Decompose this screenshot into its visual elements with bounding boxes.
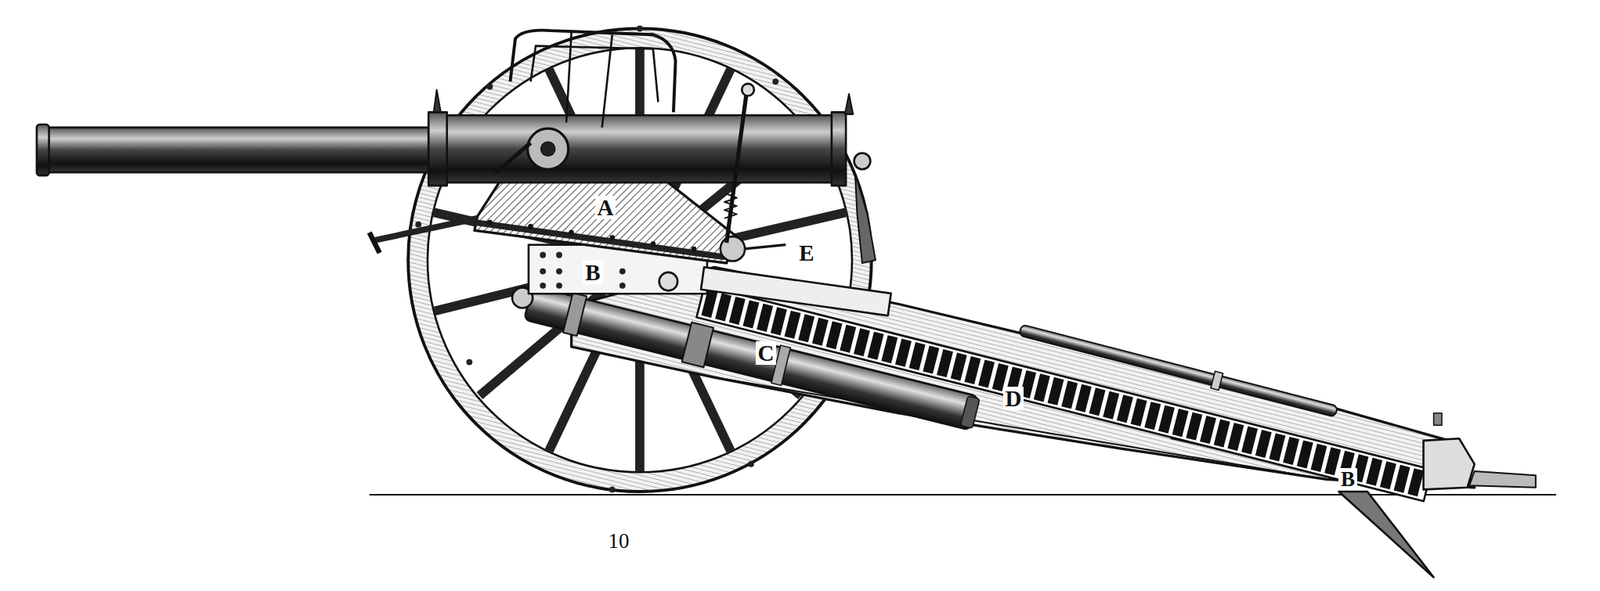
- cartridge: [1282, 437, 1300, 466]
- cartridge: [1255, 429, 1272, 459]
- part-letter: E: [796, 241, 817, 265]
- cartridge: [867, 332, 885, 361]
- cartridge: [978, 359, 995, 388]
- part-letter: C: [755, 341, 777, 365]
- cartridge: [909, 342, 926, 371]
- cartridge: [1199, 415, 1217, 445]
- cartridge: [1172, 408, 1189, 438]
- cartridge: [922, 346, 940, 375]
- cartridge: [1296, 440, 1314, 469]
- cartridge: [1268, 433, 1286, 462]
- cartridge: [1061, 380, 1078, 409]
- cartridge: [1075, 384, 1092, 413]
- cartridge: [950, 353, 968, 382]
- cartridge: [964, 356, 981, 385]
- cartridge: [770, 306, 788, 336]
- part-letter: B: [582, 260, 603, 285]
- cartridge: [1116, 394, 1134, 423]
- cartridge: [826, 321, 843, 350]
- cartridge: [1394, 465, 1411, 494]
- cartridge: [1311, 444, 1328, 473]
- cartridge: [1047, 377, 1065, 406]
- cartridge: [853, 328, 871, 357]
- cartridge: [798, 314, 815, 343]
- cartridge: [1379, 461, 1397, 490]
- cartridge: [1241, 426, 1258, 455]
- part-letter: B: [1338, 468, 1358, 491]
- cartridge: [1227, 422, 1244, 452]
- part-letter: D: [1003, 386, 1025, 411]
- cartridge: [1144, 401, 1161, 430]
- cartridge: [812, 317, 829, 347]
- figure-number: 10: [606, 530, 633, 553]
- cartridge: [1365, 458, 1383, 487]
- cartridge: [715, 292, 732, 322]
- cartridge: [1089, 387, 1106, 416]
- cartridge: [729, 296, 746, 326]
- cartridge: [1130, 398, 1148, 427]
- part-letter: A: [595, 195, 617, 220]
- cartridge: [784, 310, 802, 340]
- cartridge: [1102, 391, 1120, 420]
- cartridge: [1158, 405, 1175, 434]
- cartridge: [1407, 468, 1424, 497]
- cartridge: [742, 299, 759, 329]
- cartridge: [1033, 373, 1051, 402]
- cartridge: [839, 325, 856, 354]
- cartridge: [1185, 412, 1203, 441]
- cartridge: [1213, 419, 1231, 448]
- cartridge: [895, 339, 912, 368]
- cartridge: [756, 303, 773, 333]
- cartridge: [936, 349, 954, 378]
- cartridge: [881, 335, 898, 364]
